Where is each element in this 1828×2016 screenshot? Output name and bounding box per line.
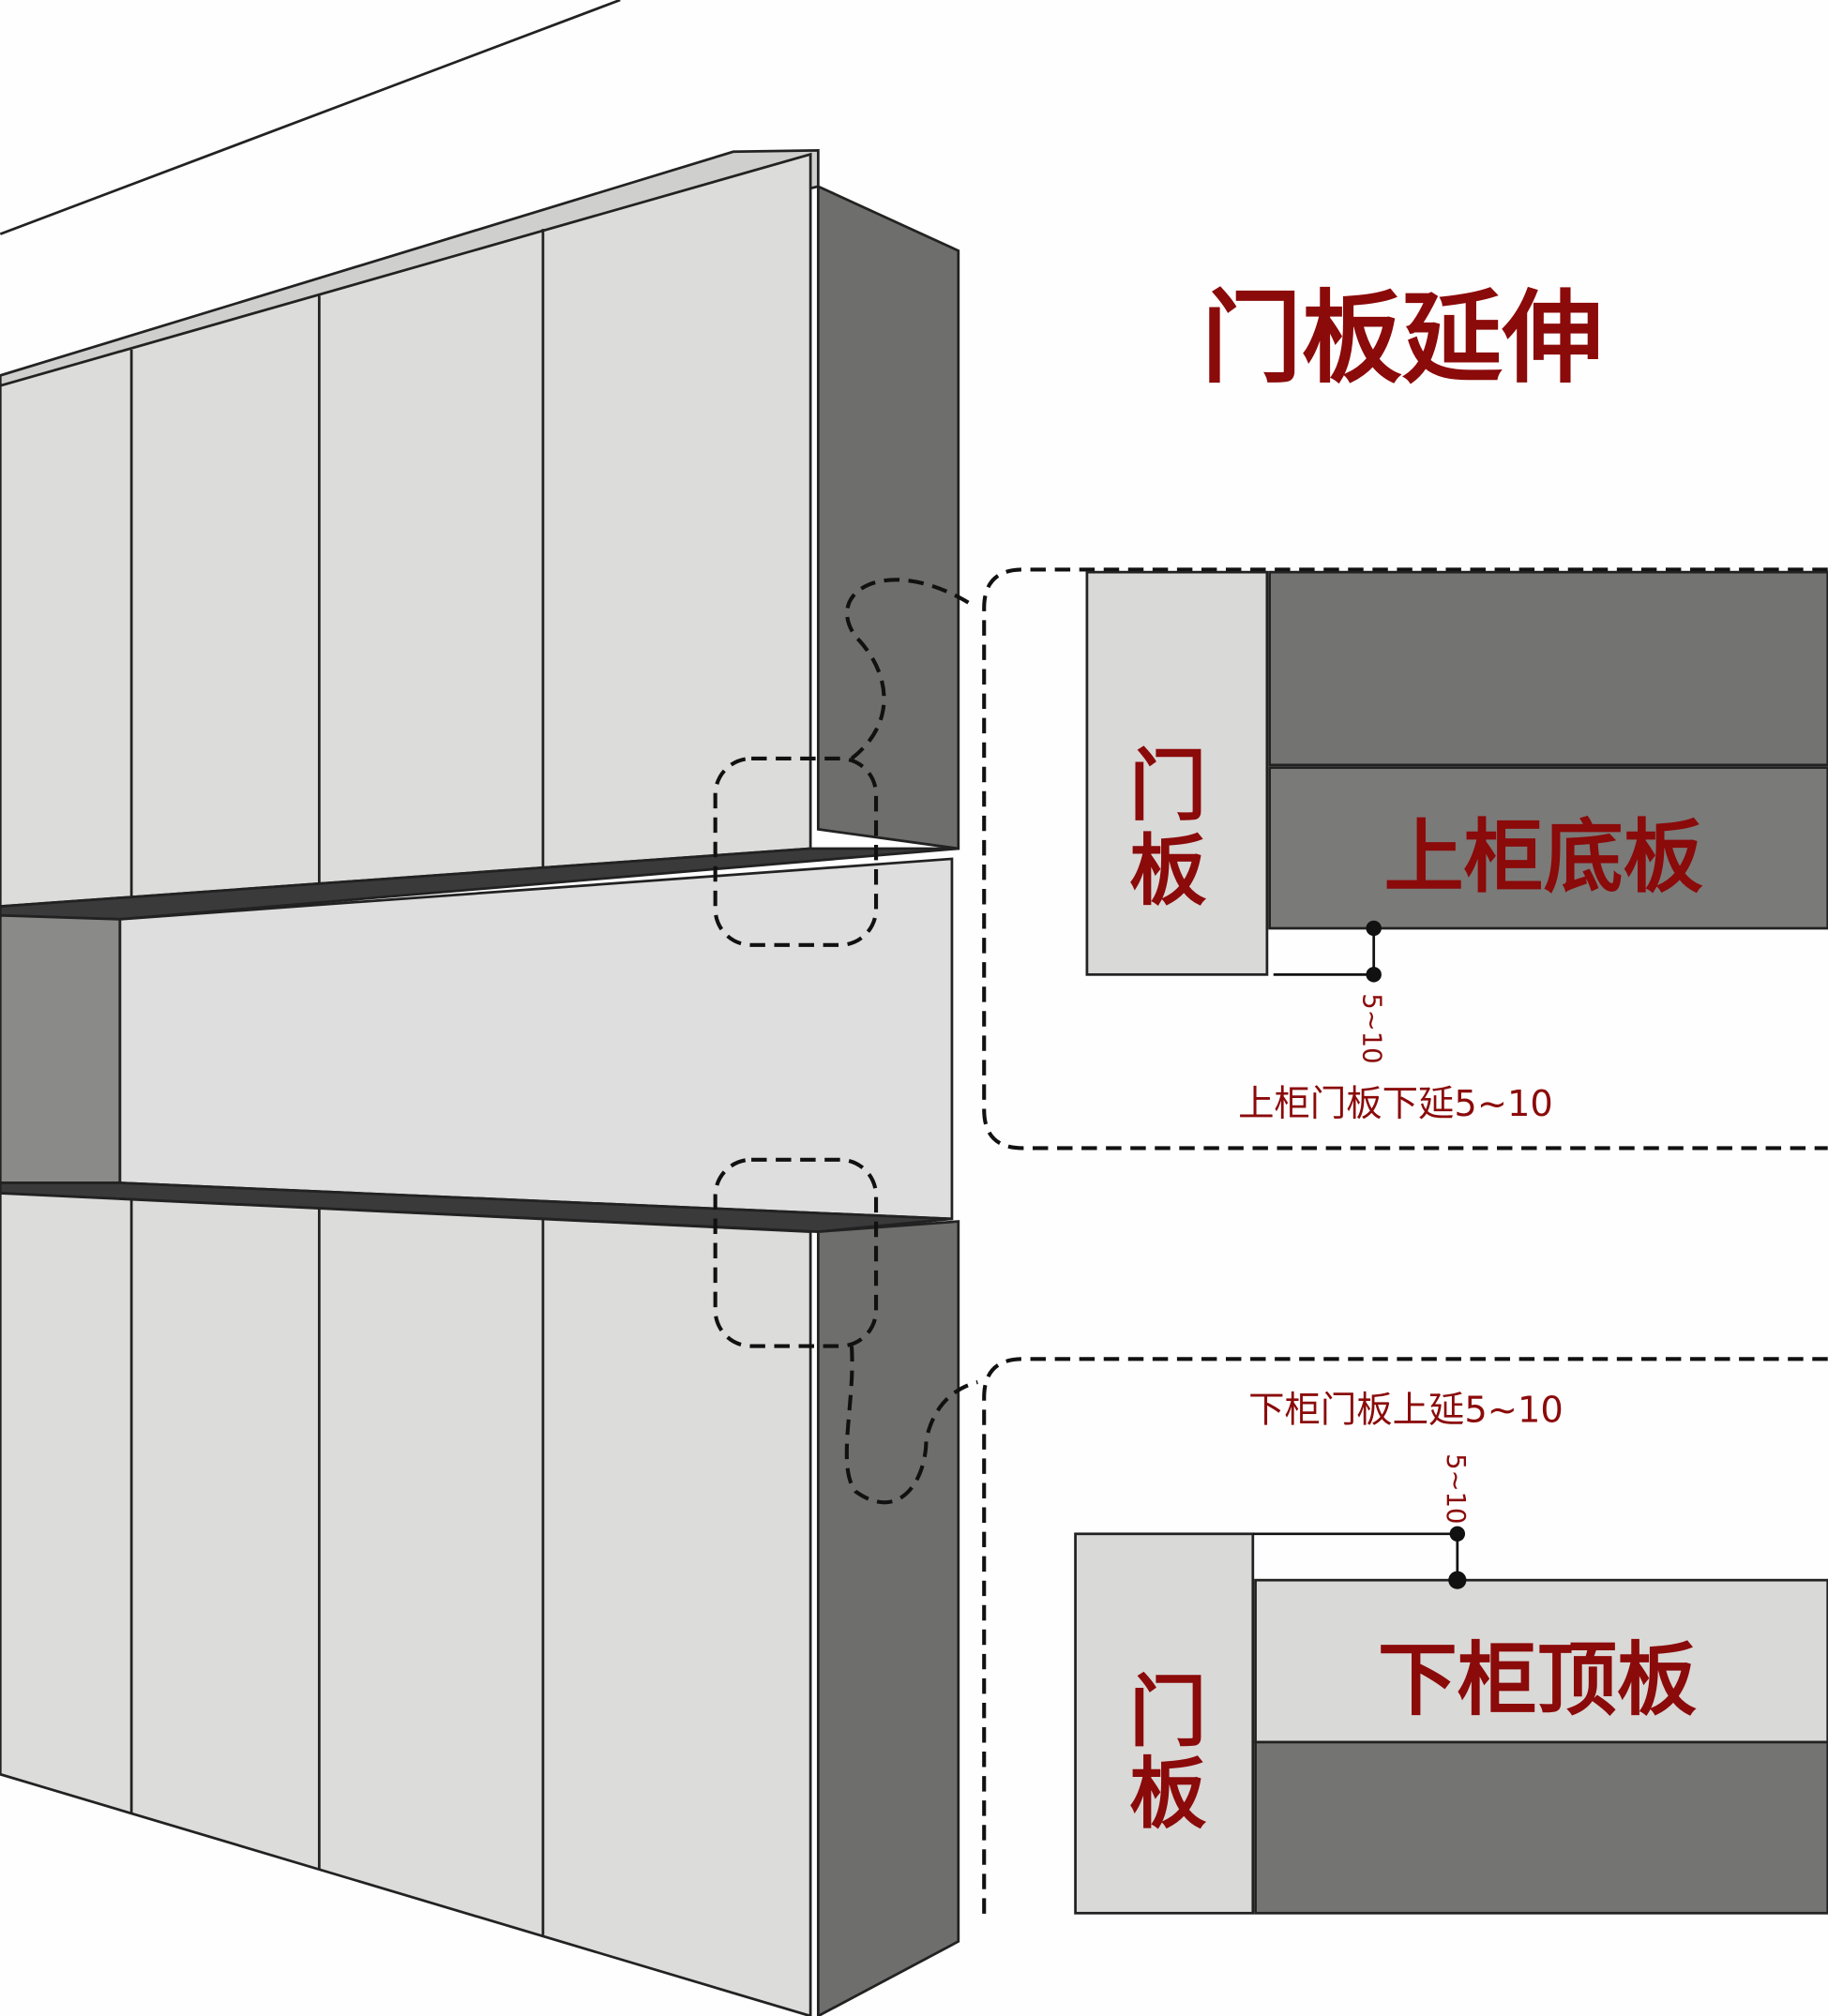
door-label-char: 门 — [1129, 1668, 1206, 1757]
back-panel — [118, 857, 954, 1221]
upper-bottom-board-section — [1268, 766, 1828, 930]
left-side-wall — [0, 913, 122, 1184]
highlight-markers — [713, 578, 978, 1505]
upper-bottom-board-label: 上柜底板 — [1384, 811, 1703, 904]
lower-top-board-label: 下柜顶板 — [1378, 1634, 1697, 1727]
lower-cabinet — [0, 1192, 960, 2016]
lower-door-panels — [0, 1192, 812, 2016]
dimension-value: 5~10 — [1441, 1453, 1470, 1524]
dimension-dot — [1449, 1526, 1466, 1542]
upper-joint-highlight — [713, 756, 879, 947]
lower-side-section — [1254, 1740, 1828, 1915]
upper-door-section — [1085, 570, 1269, 976]
dimension-dot — [1448, 1571, 1467, 1589]
door-label-char: 门 — [1129, 743, 1206, 832]
upper-caption: 上柜门板下延5~10 — [1238, 1083, 1553, 1125]
ceiling-line — [0, 0, 621, 235]
lower-side-panel — [816, 1220, 960, 2016]
upper-cabinet — [0, 149, 960, 909]
middle-niche — [0, 847, 959, 1233]
dimension-value: 5~10 — [1357, 993, 1386, 1063]
upper-bottom-board — [0, 847, 959, 921]
upper-side-section — [1268, 570, 1828, 767]
dimension-dot — [1366, 967, 1382, 983]
upper-connector — [845, 578, 973, 760]
lower-caption: 下柜门板上延5~10 — [1248, 1390, 1564, 1432]
door-label-char: 板 — [1129, 1751, 1207, 1840]
lower-door-section — [1074, 1532, 1255, 1915]
dimension-dot — [1366, 920, 1382, 937]
lower-callout: 下柜门板上延5~10 5~10 门 板 下柜顶板 — [982, 1357, 1828, 1917]
lower-connector — [844, 1346, 978, 1505]
lower-top-board-section — [1254, 1578, 1828, 1744]
diagram-title: 门板延伸 — [1201, 281, 1603, 398]
door-label-char: 板 — [1129, 827, 1207, 916]
upper-callout: 门 板 上柜底板 5~10 上柜门板下延5~10 — [982, 567, 1828, 1151]
upper-side-panel — [816, 184, 960, 850]
lower-joint-highlight — [713, 1157, 879, 1348]
